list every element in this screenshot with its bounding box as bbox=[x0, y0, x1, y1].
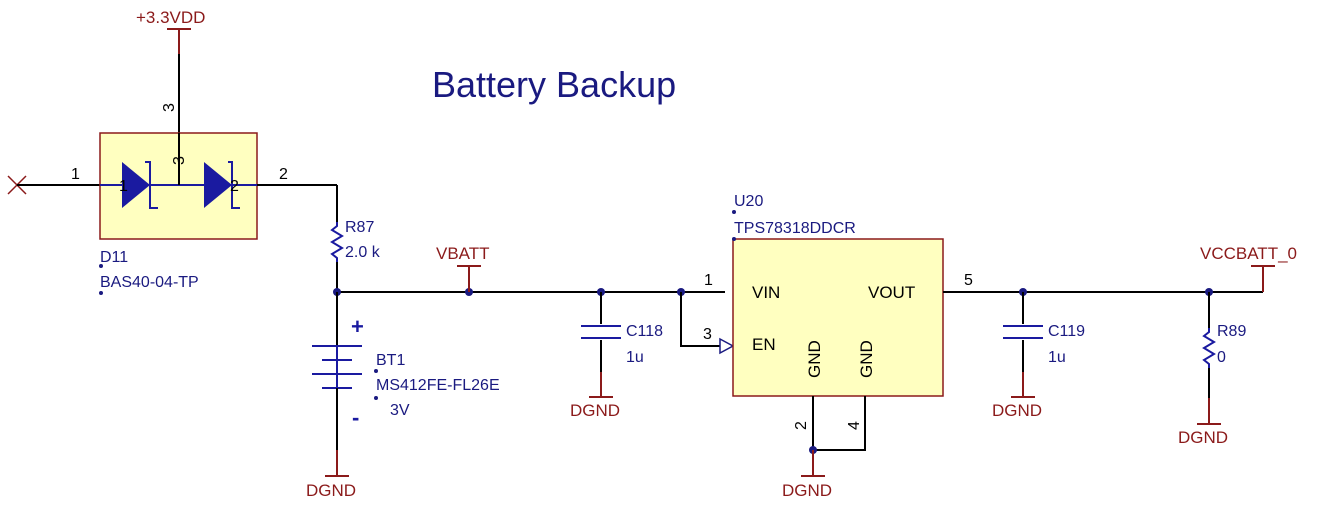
power-port-vccbatt: VCCBATT_0 bbox=[1200, 244, 1297, 292]
u20-pin-1-number: 1 bbox=[704, 272, 713, 289]
capacitor-c118 bbox=[581, 325, 621, 339]
ground-label-bt1: DGND bbox=[306, 481, 356, 500]
diode-d11: 1 2 3 bbox=[99, 132, 258, 240]
ground-label-c119: DGND bbox=[992, 401, 1042, 420]
d11-pin-2-outer: 2 bbox=[279, 166, 288, 183]
u20-pin-4-number: 4 bbox=[846, 421, 863, 430]
u20-part: TPS78318DDCR bbox=[734, 220, 856, 237]
battery-bt1: + - bbox=[312, 314, 364, 430]
power-label-3v3: +3.3VDD bbox=[136, 8, 205, 27]
u20-pin-gnd-a: GND bbox=[805, 340, 824, 378]
u20-pin-gnd-b: GND bbox=[857, 340, 876, 378]
resistor-r89 bbox=[1202, 328, 1216, 368]
ground-u20: DGND bbox=[782, 450, 832, 500]
c118-designator: C118 bbox=[626, 323, 663, 340]
r87-designator: R87 bbox=[345, 219, 374, 236]
d11-designator: D11 bbox=[100, 249, 128, 266]
ground-r89: DGND bbox=[1178, 398, 1228, 447]
u20-pin-vin: VIN bbox=[752, 283, 780, 302]
u20-pin-vout: VOUT bbox=[868, 283, 915, 302]
wire-u20-gnd bbox=[812, 396, 866, 451]
c119-value: 1u bbox=[1048, 349, 1066, 366]
u20-pin-en: EN bbox=[752, 335, 776, 354]
schematic-title: Battery Backup bbox=[432, 64, 676, 105]
d11-pin-1-inner: 1 bbox=[119, 178, 128, 195]
u20-pin-2-number: 2 bbox=[793, 421, 810, 430]
regulator-u20: VIN EN VOUT GND GND bbox=[732, 238, 944, 397]
bt1-plus: + bbox=[351, 314, 364, 339]
c119-designator: C119 bbox=[1048, 323, 1085, 340]
d11-part: BAS40-04-TP bbox=[100, 274, 199, 291]
bt1-value: 3V bbox=[390, 402, 410, 419]
r87-value: 2.0 k bbox=[345, 244, 381, 261]
ground-label-u20: DGND bbox=[782, 481, 832, 500]
d11-pin-1-outer: 1 bbox=[71, 166, 80, 183]
ground-bt1: DGND bbox=[306, 450, 356, 500]
power-port-vbatt: VBATT bbox=[436, 244, 490, 292]
bt1-minus: - bbox=[352, 405, 359, 430]
ground-c119: DGND bbox=[992, 372, 1042, 420]
wire-en-tie bbox=[680, 292, 720, 347]
ground-c118: DGND bbox=[570, 372, 620, 420]
bt1-part: MS412FE-FL26E bbox=[376, 377, 500, 394]
u20-designator: U20 bbox=[734, 193, 763, 210]
r89-value: 0 bbox=[1217, 349, 1226, 366]
c118-value: 1u bbox=[626, 349, 644, 366]
ground-label-c118: DGND bbox=[570, 401, 620, 420]
d11-pin-3-inner: 3 bbox=[171, 156, 188, 165]
power-port-3v3: +3.3VDD bbox=[136, 8, 205, 54]
power-label-vbatt: VBATT bbox=[436, 244, 490, 263]
power-label-vccbatt: VCCBATT_0 bbox=[1200, 244, 1297, 263]
capacitor-c119 bbox=[1003, 325, 1043, 339]
bt1-designator: BT1 bbox=[376, 352, 405, 369]
u20-pin-3-number: 3 bbox=[703, 326, 712, 343]
r89-designator: R89 bbox=[1217, 323, 1246, 340]
d11-pin-2-inner: 2 bbox=[230, 178, 239, 195]
u20-body bbox=[732, 238, 944, 397]
resistor-r87 bbox=[330, 222, 344, 262]
u20-pin-5-number: 5 bbox=[964, 272, 973, 289]
d11-pin-3-outer: 3 bbox=[161, 103, 178, 112]
ground-label-r89: DGND bbox=[1178, 428, 1228, 447]
